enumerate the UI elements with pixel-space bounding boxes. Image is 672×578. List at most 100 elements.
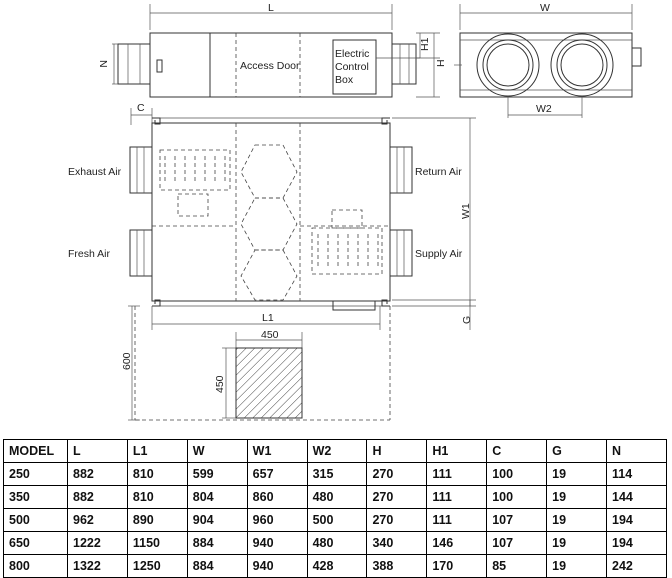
dimension-w1-label: W1 [460, 203, 472, 219]
exhaust-filter [159, 149, 231, 217]
dimension-w-label: W [540, 2, 550, 14]
table-cell: 111 [426, 462, 488, 486]
table-cell: 100 [486, 485, 548, 509]
table-cell: 19 [546, 462, 608, 486]
table-row: 250 882 810 599 657 315 270 111 100 19 1… [3, 462, 667, 486]
table-cell: 19 [546, 485, 608, 509]
table-cell: 962 [67, 508, 128, 532]
table-cell: 884 [186, 531, 248, 555]
table-cell: 882 [67, 462, 128, 486]
table-cell: 19 [546, 554, 608, 578]
dimension-h-label: H [435, 59, 447, 67]
table-cell: 599 [186, 462, 248, 486]
hatched-access-area [235, 347, 303, 419]
table-cell: 144 [606, 485, 667, 509]
table-cell: 194 [606, 531, 667, 555]
supply-filter [311, 209, 383, 275]
plan-view: C [68, 102, 476, 330]
fresh-air-label: Fresh Air [68, 248, 111, 260]
table-cell: 388 [366, 554, 428, 578]
table-cell: 500 [3, 508, 68, 532]
table-cell: 500 [306, 508, 368, 532]
table-cell: 657 [246, 462, 308, 486]
dimension-450-width-label: 450 [261, 329, 279, 341]
header-w1: W1 [246, 439, 308, 463]
fresh-duct [129, 229, 153, 277]
exhaust-duct [129, 146, 153, 194]
table-row: 800 1322 1250 884 940 428 388 170 85 19 … [3, 554, 667, 578]
table-cell: 480 [306, 485, 368, 509]
ventilation-unit-diagram: L Access Door Electric Control Box N [68, 2, 642, 421]
dimension-h1-label: H1 [419, 37, 431, 51]
table-cell: 107 [486, 508, 548, 532]
header-model: MODEL [3, 439, 68, 463]
supply-air-label: Supply Air [415, 248, 463, 260]
return-air-label: Return Air [415, 166, 462, 178]
table-cell: 270 [366, 508, 428, 532]
table-row: 650 1222 1150 884 940 480 340 146 107 19… [3, 531, 667, 555]
table-cell: 1150 [126, 531, 188, 555]
table-cell: 960 [246, 508, 308, 532]
table-cell: 242 [606, 554, 667, 578]
header-w: W [186, 439, 248, 463]
side-view: W W2 [454, 2, 642, 118]
access-door-label: Access Door [240, 60, 300, 72]
table-cell: 107 [486, 531, 548, 555]
elevation-view: L Access Door Electric Control Box N [97, 2, 447, 98]
table-cell: 111 [426, 508, 488, 532]
table-cell: 940 [246, 531, 308, 555]
table-cell: 1322 [67, 554, 128, 578]
control-box-label-line3: Box [335, 74, 354, 86]
header-h: H [366, 439, 428, 463]
supply-duct [389, 229, 413, 277]
header-g: G [546, 439, 608, 463]
exhaust-air-label: Exhaust Air [68, 166, 122, 178]
header-n: N [606, 439, 667, 463]
table-header-row: MODEL L L1 W W1 W2 H H1 C G N [3, 439, 667, 463]
table-cell: 810 [126, 462, 188, 486]
table-cell: 882 [67, 485, 128, 509]
dimension-c-label: C [137, 102, 145, 114]
table-cell: 270 [366, 462, 428, 486]
table-cell: 19 [546, 531, 608, 555]
header-c: C [486, 439, 548, 463]
table-cell: 860 [246, 485, 308, 509]
table-cell: 270 [366, 485, 428, 509]
dimension-g-label: G [461, 316, 473, 324]
dimension-w2-label: W2 [536, 103, 552, 115]
table-cell: 1222 [67, 531, 128, 555]
table-cell: 890 [126, 508, 188, 532]
table-cell: 111 [426, 485, 488, 509]
table-cell: 250 [3, 462, 68, 486]
table-cell: 904 [186, 508, 248, 532]
dimension-n-label: N [97, 60, 109, 68]
return-duct [389, 146, 413, 194]
dimension-450-height-label: 450 [214, 375, 226, 393]
electric-control-box [332, 39, 377, 95]
table-cell: 800 [3, 554, 68, 578]
table-cell: 170 [426, 554, 488, 578]
table-cell: 19 [546, 508, 608, 532]
table-row: 500 962 890 904 960 500 270 111 107 19 1… [3, 508, 667, 532]
table-cell: 350 [3, 485, 68, 509]
control-box-label-line2: Control [335, 61, 369, 73]
dimension-l-label: L [268, 2, 274, 14]
header-l: L [67, 439, 128, 463]
table-cell: 100 [486, 462, 548, 486]
table-cell: 146 [426, 531, 488, 555]
maintenance-clearance: 600 450 450 [121, 305, 391, 421]
table-row: 350 882 810 804 860 480 270 111 100 19 1… [3, 485, 667, 509]
table-cell: 804 [186, 485, 248, 509]
dimension-l1-label: L1 [262, 312, 274, 324]
table-cell: 480 [306, 531, 368, 555]
table-cell: 884 [186, 554, 248, 578]
header-w2: W2 [306, 439, 368, 463]
table-cell: 85 [486, 554, 548, 578]
table-cell: 1250 [126, 554, 188, 578]
model-dimensions-table: MODEL L L1 W W1 W2 H H1 C G N 250 882 81… [3, 439, 667, 578]
control-box-label-line1: Electric [335, 48, 369, 60]
dimension-600-label: 600 [121, 352, 133, 370]
table-cell: 428 [306, 554, 368, 578]
table-cell: 940 [246, 554, 308, 578]
table-cell: 810 [126, 485, 188, 509]
